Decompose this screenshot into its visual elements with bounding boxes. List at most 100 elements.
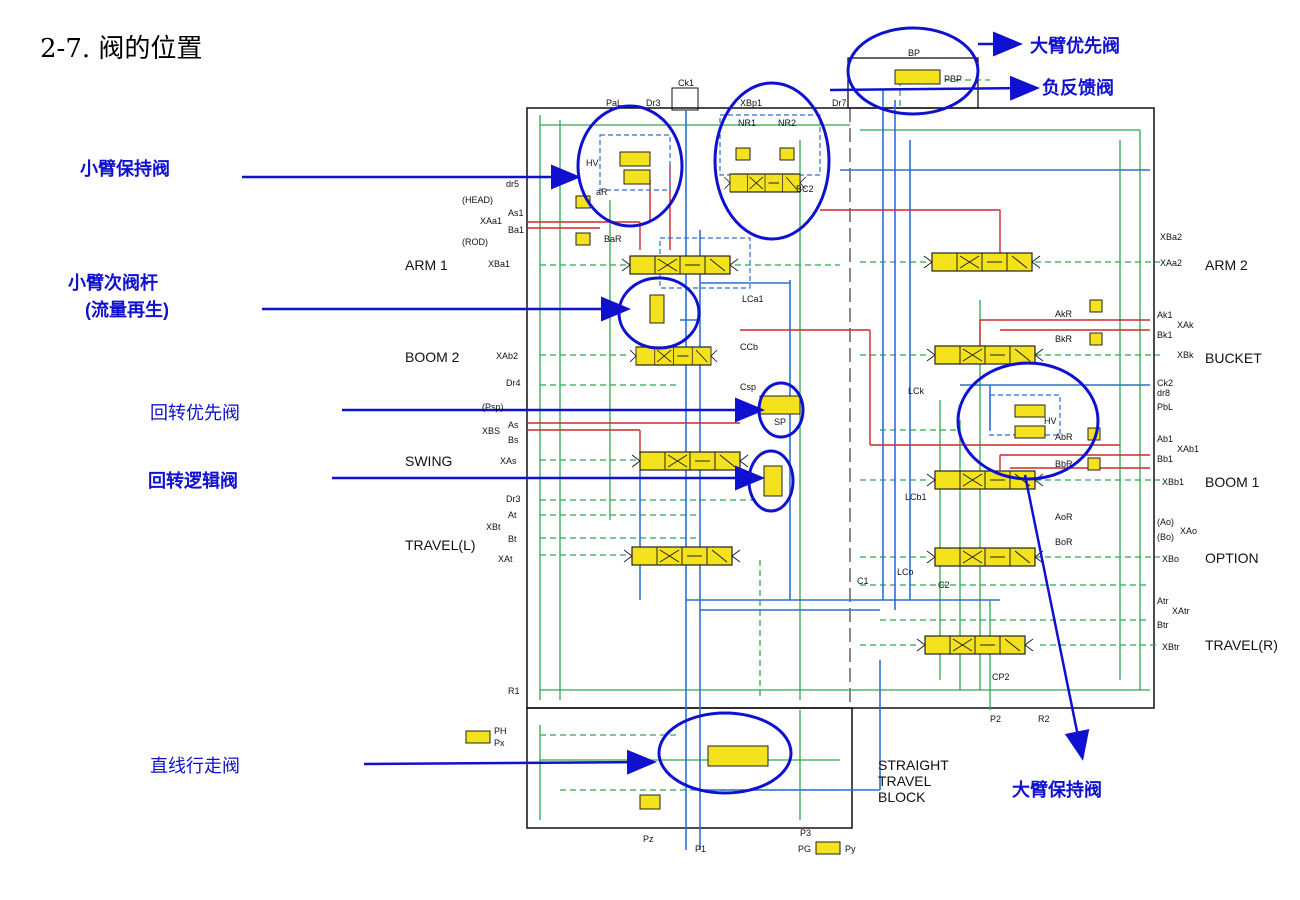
arrow-straight-travel [363,749,657,775]
port-aor: AoR [1055,512,1073,522]
port-ab1: Ab1 [1157,434,1173,444]
label-bucket: BUCKET [1205,350,1262,366]
port-xbt: XBt [486,522,501,532]
port-bp: BP [908,48,920,58]
callout-swing-logic: 回转逻辑阀 [148,470,238,491]
port-xao: XAo [1180,526,1197,536]
spool-arm1 [621,255,739,275]
callout-arm-holding: 小臂保持阀 [80,158,170,179]
spool-boom2 [629,346,718,366]
label-swing: SWING [405,453,452,469]
spool-option [926,547,1044,567]
port-abr: AbR [1055,432,1073,442]
port-pz: Pz [643,834,654,844]
port-ccb: CCb [740,342,758,352]
page-title: 2-7. 阀的位置 [40,34,203,64]
port-pal: PaL [606,98,622,108]
callout-boom-priority: 大臂优先阀 [1030,35,1120,56]
port-xbb1: XBb1 [1162,477,1184,487]
port-rod: (ROD) [462,237,488,247]
port-pg: PG [798,844,811,854]
circle-boom-priority [846,26,980,116]
port-xbo: XBo [1162,554,1179,564]
port-xba1: XBa1 [488,259,510,269]
port-btr: Btr [1157,620,1169,630]
callout-arm-sub-spool: 小臂次阀杆 [68,272,158,293]
label-boom2: BOOM 2 [405,349,460,365]
spool-arm2 [923,252,1041,272]
port-ck2: Ck2 [1157,378,1173,388]
port-bk1: Bk1 [1157,330,1173,340]
port-ak1: Ak1 [1157,310,1173,320]
port-ao: (Ao) [1157,517,1174,527]
port-ba1: Ba1 [508,225,524,235]
arrow-neg-feedback [829,75,1040,101]
port-xak: XAk [1177,320,1194,330]
port-pbp: PBP [944,74,962,84]
label-straight: STRAIGHT [878,757,949,773]
port-lca1: LCa1 [742,294,764,304]
port-p1: P1 [695,844,706,854]
callout-arrows [242,31,1090,775]
port-bo: (Bo) [1157,532,1174,542]
control-valve-body [526,57,1155,829]
label-travel-left: TRAVEL(L) [405,537,476,553]
port-dr4: Dr4 [506,378,521,388]
port-pbl: PbL [1157,402,1173,412]
port-p3: P3 [800,828,811,838]
arrow-boom-holding [1023,474,1090,761]
port-p2: P2 [990,714,1001,724]
callout-boom-holding: 大臂保持阀 [1012,779,1102,800]
port-bor: BoR [1055,537,1073,547]
port-r2: R2 [1038,714,1050,724]
port-nr1: NR1 [738,118,756,128]
port-dr3b: Dr3 [506,494,521,504]
port-c2: C2 [938,580,950,590]
port-bkr: BkR [1055,334,1073,344]
port-sp: SP [774,417,786,427]
port-bc2: BC2 [796,184,814,194]
port-xaa1: XAa1 [480,216,502,226]
port-xat: XAt [498,554,513,564]
port-lco: LCo [897,567,914,577]
port-lcb1: LCb1 [905,492,927,502]
port-ar: aR [596,187,608,197]
port-xbk: XBk [1177,350,1194,360]
label-block: BLOCK [878,789,926,805]
spool-swing [631,451,749,471]
label-option: OPTION [1205,550,1259,566]
port-bs: Bs [508,435,519,445]
port-as1: As1 [508,208,524,218]
label-travel-right: TRAVEL(R) [1205,637,1278,653]
port-bb1: Bb1 [1157,454,1173,464]
port-xbtr: XBtr [1162,642,1180,652]
label-arm2: ARM 2 [1205,257,1248,273]
circle-neg-feedback [713,81,831,241]
port-ck1: Ck1 [678,78,694,88]
spool-travel-left [623,546,741,566]
port-head: (HEAD) [462,195,493,205]
port-hv2: HV [1044,416,1057,426]
port-px: Px [494,738,505,748]
callout-neg-feedback: 负反馈阀 [1042,77,1114,98]
port-atr: Atr [1157,596,1169,606]
port-dr5: dr5 [506,179,519,189]
port-bar: BaR [604,234,622,244]
port-csp: Csp [740,382,756,392]
port-at: At [508,510,517,520]
label-travel: TRAVEL [878,773,932,789]
callout-arm-sub-spool-2: (流量再生) [85,299,169,320]
port-r1: R1 [508,686,520,696]
small-valves [465,69,1103,855]
callout-circles [576,26,1100,795]
label-boom1: BOOM 1 [1205,474,1260,490]
port-cp2: CP2 [992,672,1010,682]
spool-bc2 [723,173,807,193]
port-xbp1: XBp1 [740,98,762,108]
port-xbs: XBS [482,426,500,436]
port-xab2: XAb2 [496,351,518,361]
port-c1: C1 [857,576,869,586]
work-lines-red [527,165,1150,470]
